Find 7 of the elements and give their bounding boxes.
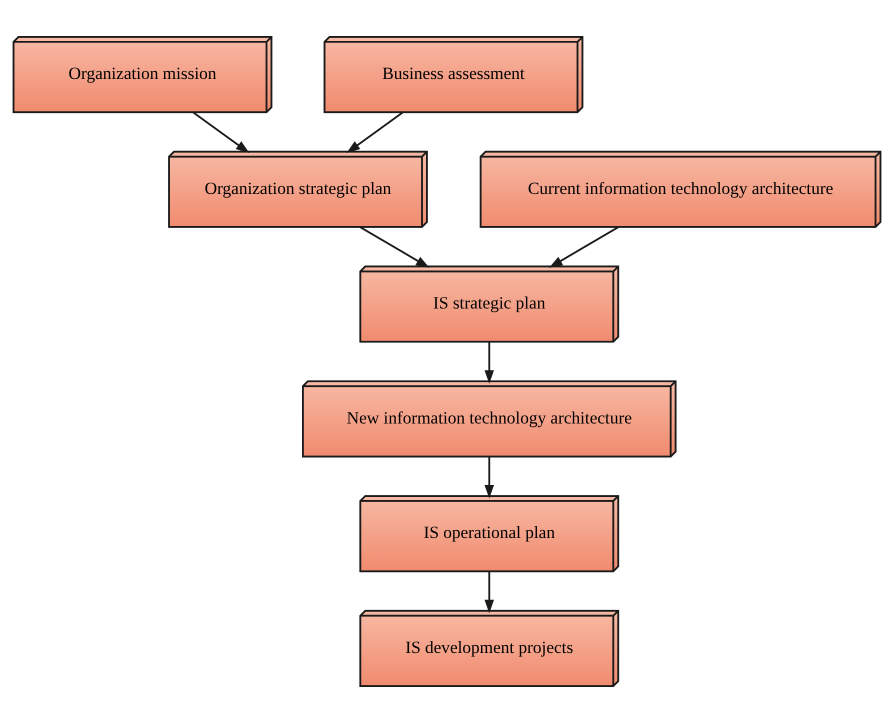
- arrow: [360, 226, 430, 268]
- arrow: [192, 112, 250, 154]
- arrow: [484, 342, 494, 384]
- arrow: [346, 112, 404, 154]
- arrow: [484, 571, 494, 614]
- arrow: [484, 456, 494, 499]
- arrow: [548, 226, 619, 268]
